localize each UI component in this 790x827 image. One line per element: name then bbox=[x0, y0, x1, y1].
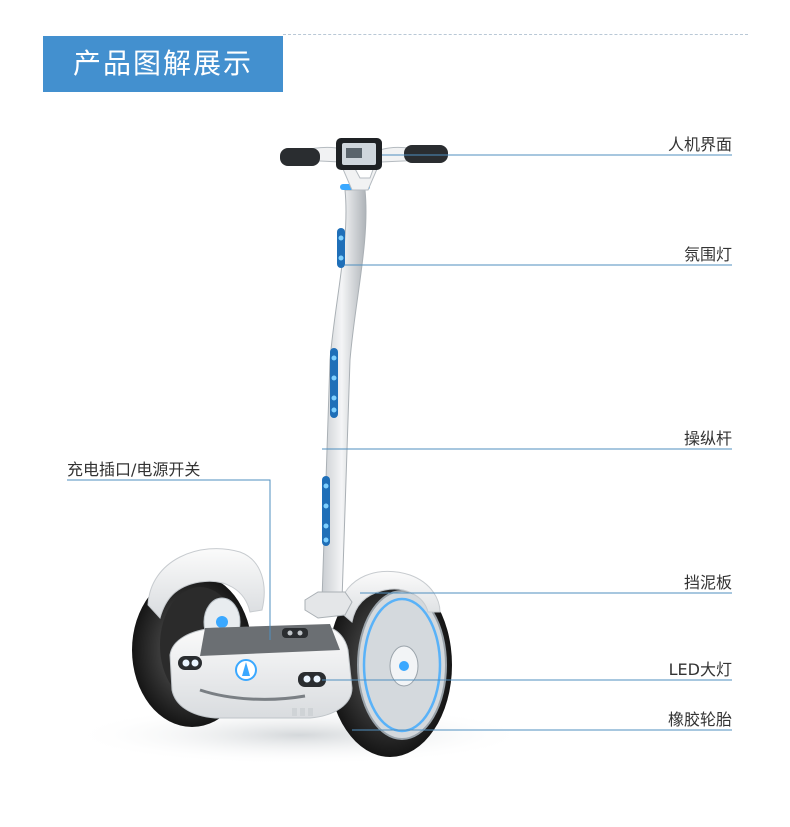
left-grip bbox=[280, 148, 320, 166]
right-grip bbox=[404, 145, 448, 163]
header-dashed-rule bbox=[283, 34, 748, 35]
right-wheel bbox=[328, 570, 452, 757]
callout-charging-port: 充电插口/电源开关 bbox=[67, 460, 201, 479]
page-title: 产品图解展示 bbox=[43, 36, 283, 92]
callout-hmi: 人机界面 bbox=[667, 135, 732, 154]
callout-rubber-tire: 橡胶轮胎 bbox=[667, 710, 732, 729]
callout-led-headlight: LED大灯 bbox=[668, 660, 732, 679]
control-rod bbox=[304, 184, 370, 619]
callout-ambient-light: 氛围灯 bbox=[683, 245, 732, 264]
scooter-body bbox=[169, 624, 353, 719]
leader-lines bbox=[67, 154, 732, 731]
callout-control-rod: 操纵杆 bbox=[683, 429, 732, 448]
callout-fender: 挡泥板 bbox=[683, 573, 732, 592]
handlebar bbox=[280, 138, 448, 191]
